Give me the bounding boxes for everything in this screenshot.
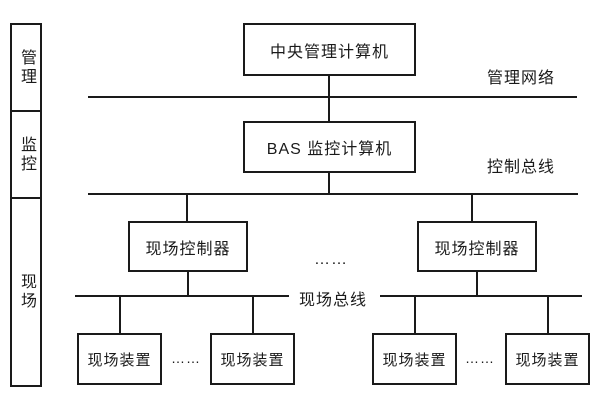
sidebar-section-monitoring: 监控	[10, 110, 42, 199]
label-management-network: 管理网络	[487, 70, 556, 87]
management-network-line	[88, 96, 577, 98]
node-field-device-left-2-label: 现场装置	[220, 351, 285, 369]
connector-bas-to-control	[328, 173, 330, 193]
connector-controller-right-to-fieldbus	[476, 272, 478, 295]
node-field-controller-left-label: 现场控制器	[145, 240, 231, 258]
node-central-computer: 中央管理计算机	[243, 23, 416, 76]
connector-controller-left-to-fieldbus	[187, 272, 189, 295]
node-field-device-right-1: 现场装置	[372, 333, 457, 385]
node-field-controller-right: 现场控制器	[417, 221, 537, 272]
layer-sidebar: 管理 监控 现场	[10, 23, 42, 387]
sidebar-section-field-label: 现场	[18, 273, 35, 311]
ellipsis-controllers: ……	[314, 251, 348, 268]
node-field-device-left-2: 现场装置	[210, 333, 295, 385]
node-field-device-right-1-label: 现场装置	[382, 351, 447, 369]
connector-control-to-controller-right	[471, 195, 473, 221]
sidebar-section-management-label: 管理	[18, 48, 35, 87]
connector-fieldbus-to-device-left-2	[252, 297, 254, 333]
connector-central-to-mgmt	[328, 76, 330, 97]
connector-fieldbus-to-device-right-1	[414, 297, 416, 333]
node-field-controller-right-label: 现场控制器	[434, 240, 520, 258]
label-field-bus: 现场总线	[299, 292, 368, 309]
ellipsis-devices-right: ……	[465, 350, 495, 366]
node-field-device-left-1: 现场装置	[77, 333, 162, 385]
node-field-device-right-2: 现场装置	[505, 333, 590, 385]
node-central-computer-label: 中央管理计算机	[269, 43, 389, 61]
ellipsis-devices-left: ……	[171, 350, 201, 366]
connector-fieldbus-to-device-right-2	[547, 297, 549, 333]
node-field-controller-left: 现场控制器	[128, 221, 248, 272]
label-control-bus: 控制总线	[487, 159, 556, 176]
control-bus-line	[88, 193, 578, 195]
connector-control-to-controller-left	[186, 195, 188, 221]
node-field-device-left-1-label: 现场装置	[87, 351, 152, 369]
field-bus-line-right	[380, 295, 582, 297]
node-field-device-right-2-label: 现场装置	[515, 351, 580, 369]
connector-mgmt-to-bas	[328, 98, 330, 121]
node-bas-computer-label: BAS 监控计算机	[266, 141, 393, 158]
node-bas-computer: BAS 监控计算机	[243, 121, 416, 173]
connector-fieldbus-to-device-left-1	[119, 297, 121, 333]
field-bus-line-left	[75, 295, 289, 297]
sidebar-section-management: 管理	[10, 23, 42, 112]
sidebar-section-monitoring-label: 监控	[18, 135, 35, 174]
sidebar-section-field: 现场	[10, 197, 42, 387]
